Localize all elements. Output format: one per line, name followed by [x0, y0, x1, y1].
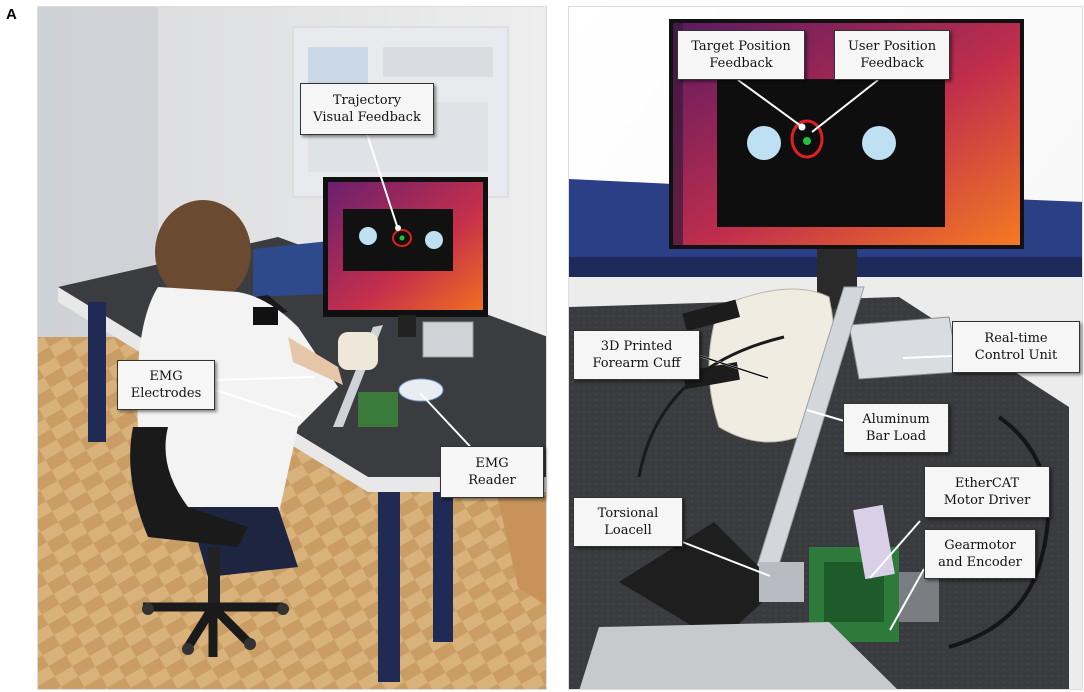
- callout-line-2: Electrodes: [130, 386, 202, 401]
- callout-aluminum-bar-load: Aluminum Bar Load: [843, 403, 949, 453]
- callout-line-2: Control Unit: [974, 348, 1058, 363]
- callout-line-1: Target Position: [691, 39, 791, 54]
- callout-line-1: Gearmotor: [944, 538, 1016, 553]
- callout-line-2: Forearm Cuff: [592, 356, 681, 371]
- callout-gearmotor-encoder: Gearmotor and Encoder: [924, 529, 1036, 579]
- callout-line-2: Feedback: [860, 56, 924, 71]
- callout-forearm-cuff: 3D Printed Forearm Cuff: [573, 330, 700, 380]
- callout-line-2: and Encoder: [938, 555, 1022, 570]
- photo-a-illustration: [38, 7, 546, 689]
- callout-torsional-loadcell: Torsional Loacell: [573, 497, 683, 547]
- callout-line-1: Aluminum: [862, 412, 930, 427]
- callout-line-2: Visual Feedback: [313, 110, 421, 125]
- callout-line-1: Trajectory: [332, 93, 402, 108]
- callout-ethercat-motor-driver: EtherCAT Motor Driver: [924, 466, 1050, 518]
- callout-line-2: Feedback: [709, 56, 773, 71]
- callout-line-1: 3D Printed: [600, 339, 673, 354]
- callout-line-1: EtherCAT: [954, 476, 1020, 491]
- callout-line-1: Real-time: [984, 331, 1048, 346]
- callout-user-position-feedback: User Position Feedback: [834, 30, 950, 80]
- callout-line-2: Bar Load: [865, 429, 927, 444]
- callout-emg-electrodes: EMG Electrodes: [117, 360, 215, 410]
- callout-line-2: Motor Driver: [943, 493, 1031, 508]
- callout-line-1: EMG: [475, 456, 509, 471]
- callout-line-2: Loacell: [604, 523, 652, 538]
- callout-line-1: EMG: [149, 369, 183, 384]
- photo-panel-a: [37, 6, 547, 690]
- panel-letter-a: A: [6, 6, 17, 23]
- callout-line-1: User Position: [847, 39, 937, 54]
- callout-emg-reader: EMG Reader: [440, 446, 544, 498]
- callout-trajectory-visual-feedback: Trajectory Visual Feedback: [300, 83, 434, 135]
- callout-target-position-feedback: Target Position Feedback: [677, 30, 805, 80]
- callout-line-2: Reader: [468, 473, 516, 488]
- callout-control-unit: Real-time Control Unit: [952, 321, 1080, 373]
- callout-line-1: Torsional: [597, 506, 659, 521]
